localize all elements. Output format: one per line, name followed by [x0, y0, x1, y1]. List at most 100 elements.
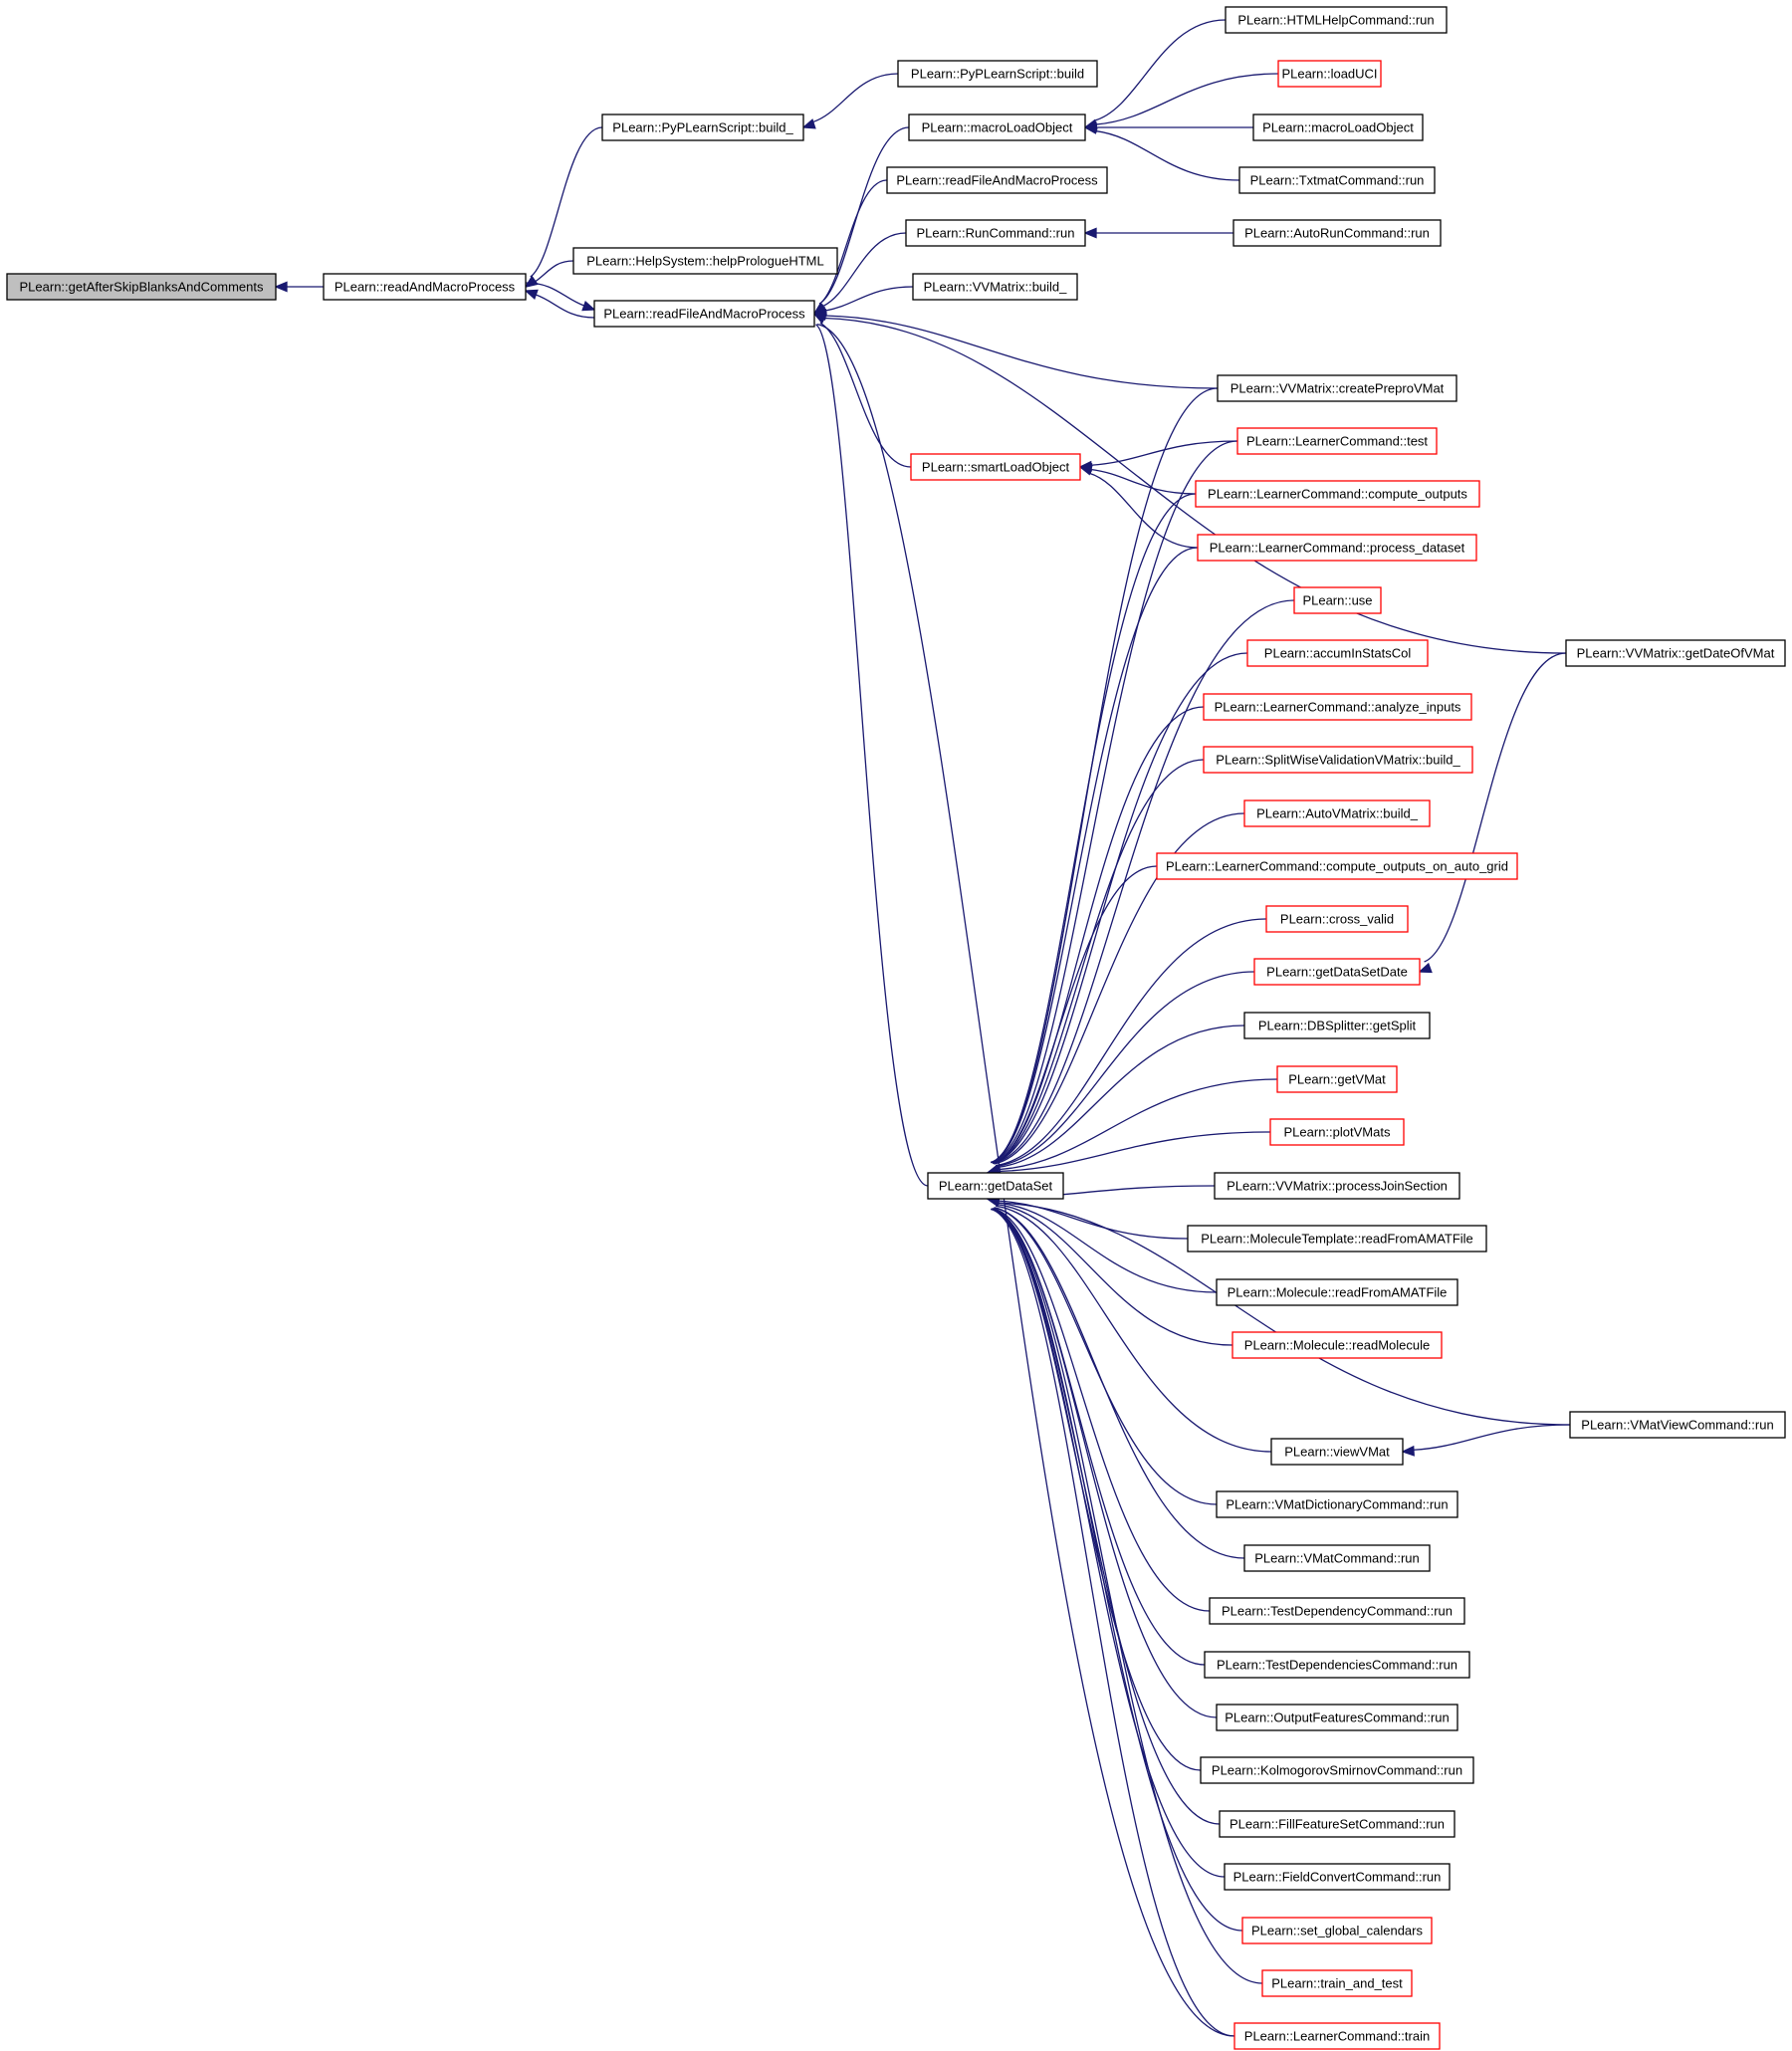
node-smartLoad[interactable]: PLearn::smartLoadObject	[910, 453, 1081, 481]
edge-line	[991, 1208, 1243, 1932]
node-label: PLearn::AutoVMatrix::build_	[1256, 806, 1419, 821]
node-macroLoad2[interactable]: PLearn::macroLoadObject	[1252, 114, 1424, 141]
node-lcProcess[interactable]: PLearn::LearnerCommand::process_dataset	[1197, 534, 1477, 562]
node-box	[1214, 1172, 1460, 1200]
node-vmatDict[interactable]: PLearn::VMatDictionaryCommand::run	[1216, 1490, 1458, 1518]
node-accum[interactable]: PLearn::accumInStatsCol	[1246, 639, 1429, 667]
node-htmlHelp[interactable]: PLearn::HTMLHelpCommand::run	[1225, 6, 1448, 34]
node-molReadMol[interactable]: PLearn::Molecule::readMolecule	[1232, 1331, 1443, 1359]
node-outFeat[interactable]: PLearn::OutputFeaturesCommand::run	[1216, 1704, 1458, 1731]
node-getVMat[interactable]: PLearn::getVMat	[1276, 1065, 1398, 1093]
node-lcTest[interactable]: PLearn::LearnerCommand::test	[1236, 427, 1438, 455]
node-lcTrain[interactable]: PLearn::LearnerCommand::train	[1233, 2022, 1441, 2050]
node-label: PLearn::cross_valid	[1280, 912, 1394, 927]
node-use[interactable]: PLearn::use	[1293, 586, 1382, 614]
node-box	[1156, 852, 1518, 880]
node-box	[1200, 1756, 1474, 1784]
node-runCmd[interactable]: PLearn::RunCommand::run	[905, 219, 1086, 247]
edge-line	[992, 652, 1248, 1164]
edge-line	[991, 1208, 1263, 1984]
node-box	[593, 300, 815, 328]
edge-line	[996, 971, 1255, 1168]
node-box	[1569, 1411, 1786, 1439]
edge-line	[824, 286, 914, 312]
edge-lcCompute-to-smartLoad	[1078, 462, 1197, 495]
node-readFileMacro2[interactable]: PLearn::readFileAndMacroProcess	[886, 166, 1108, 194]
node-box	[1276, 1065, 1398, 1093]
node-trainTest[interactable]: PLearn::train_and_test	[1261, 1969, 1413, 1997]
node-box	[1269, 1118, 1405, 1146]
node-splitWise[interactable]: PLearn::SplitWiseValidationVMatrix::buil…	[1203, 746, 1473, 774]
edge-trainTest-to-getDataSet	[986, 1195, 1263, 1984]
edge-line	[991, 1208, 1226, 1878]
node-molRead[interactable]: PLearn::Molecule::readFromAMATFile	[1216, 1278, 1458, 1306]
node-box	[886, 166, 1108, 194]
node-label: PLearn::VMatViewCommand::run	[1581, 1418, 1773, 1433]
edge-line	[992, 1208, 1206, 1666]
edge-line	[530, 126, 603, 278]
node-crossValid[interactable]: PLearn::cross_valid	[1265, 905, 1409, 933]
node-getDateVM[interactable]: PLearn::VVMatrix::getDateOfVMat	[1565, 639, 1786, 667]
node-vmatView[interactable]: PLearn::VMatViewCommand::run	[1569, 1411, 1786, 1439]
node-box	[1253, 958, 1421, 986]
edge-arrowhead	[801, 118, 816, 129]
edge-line	[991, 440, 1238, 1164]
edge-line	[1090, 440, 1238, 466]
node-loadUCI[interactable]: PLearn::loadUCI	[1277, 60, 1382, 88]
node-lcCompute[interactable]: PLearn::LearnerCommand::compute_outputs	[1195, 480, 1480, 508]
edge-line	[996, 1205, 1272, 1453]
edge-readAndMacro-to-readFileMacro	[525, 282, 596, 312]
node-txtmat[interactable]: PLearn::TxtmatCommand::run	[1238, 166, 1436, 194]
node-helpPrologue[interactable]: PLearn::HelpSystem::helpPrologueHTML	[572, 247, 838, 275]
node-box	[1277, 60, 1382, 88]
node-createPrepro[interactable]: PLearn::VVMatrix::createPreproVMat	[1217, 374, 1457, 402]
node-box	[1187, 1225, 1487, 1253]
edge-line	[993, 599, 1295, 1164]
node-box	[1203, 693, 1472, 721]
node-getDataSet[interactable]: PLearn::getDataSet	[927, 1172, 1064, 1200]
node-pyBuild_[interactable]: PLearn::PyPLearnScript::build_	[601, 114, 804, 141]
node-lcAnalyze[interactable]: PLearn::LearnerCommand::analyze_inputs	[1203, 693, 1472, 721]
node-autoRun[interactable]: PLearn::AutoRunCommand::run	[1232, 219, 1442, 247]
node-box	[905, 219, 1086, 247]
node-setCal[interactable]: PLearn::set_global_calendars	[1241, 1917, 1433, 1944]
node-label: PLearn::RunCommand::run	[917, 226, 1075, 241]
edge-helpPrologue-to-readAndMacro	[524, 260, 574, 288]
edge-smartLoad-to-readFileMacro	[812, 313, 912, 468]
edge-line	[992, 1208, 1218, 1718]
node-kolmo[interactable]: PLearn::KolmogorovSmirnovCommand::run	[1200, 1756, 1474, 1784]
node-lcAutoGrid[interactable]: PLearn::LearnerCommand::compute_outputs_…	[1156, 852, 1518, 880]
edge-line	[818, 179, 888, 305]
edge-getVMat-to-getDataSet	[986, 1078, 1278, 1178]
node-procJoin[interactable]: PLearn::VVMatrix::processJoinSection	[1214, 1172, 1460, 1200]
node-getDSDate[interactable]: PLearn::getDataSetDate	[1253, 958, 1421, 986]
node-label: PLearn::FieldConvertCommand::run	[1233, 1870, 1442, 1885]
edge-line	[998, 1200, 1189, 1240]
node-testDeps[interactable]: PLearn::TestDependenciesCommand::run	[1204, 1651, 1470, 1679]
node-label: PLearn::plotVMats	[1284, 1125, 1391, 1140]
node-readAndMacro[interactable]: PLearn::readAndMacroProcess	[323, 273, 527, 301]
node-pyBuild[interactable]: PLearn::PyPLearnScript::build	[897, 60, 1098, 88]
edge-line	[991, 1208, 1221, 1825]
node-box	[1232, 219, 1442, 247]
node-viewVMat[interactable]: PLearn::viewVMat	[1270, 1438, 1404, 1466]
node-label: PLearn::VVMatrix::createPreproVMat	[1231, 381, 1445, 396]
edge-arrowhead	[524, 289, 539, 301]
edge-getDataSet-to-readFileMacro	[812, 313, 929, 1187]
node-readFileMacro[interactable]: PLearn::readFileAndMacroProcess	[593, 300, 815, 328]
node-box	[1225, 6, 1448, 34]
node-dbSplit[interactable]: PLearn::DBSplitter::getSplit	[1243, 1012, 1431, 1039]
edge-line	[535, 260, 574, 283]
node-vmatCmd[interactable]: PLearn::VMatCommand::run	[1243, 1544, 1431, 1572]
edge-arrowhead	[1401, 1445, 1415, 1457]
node-vvBuild_[interactable]: PLearn::VVMatrix::build_	[912, 273, 1078, 301]
node-autoVM[interactable]: PLearn::AutoVMatrix::build_	[1243, 799, 1431, 827]
node-fieldConv[interactable]: PLearn::FieldConvertCommand::run	[1224, 1863, 1451, 1891]
node-fillFeat[interactable]: PLearn::FillFeatureSetCommand::run	[1219, 1810, 1456, 1838]
node-plotVMats[interactable]: PLearn::plotVMats	[1269, 1118, 1405, 1146]
node-testDep[interactable]: PLearn::TestDependencyCommand::run	[1209, 1597, 1465, 1625]
node-macroLoad[interactable]: PLearn::macroLoadObject	[908, 114, 1086, 141]
node-box	[1261, 1969, 1413, 1997]
node-root[interactable]: PLearn::getAfterSkipBlanksAndComments	[6, 273, 277, 301]
node-molTempl[interactable]: PLearn::MoleculeTemplate::readFromAMATFi…	[1187, 1225, 1487, 1253]
